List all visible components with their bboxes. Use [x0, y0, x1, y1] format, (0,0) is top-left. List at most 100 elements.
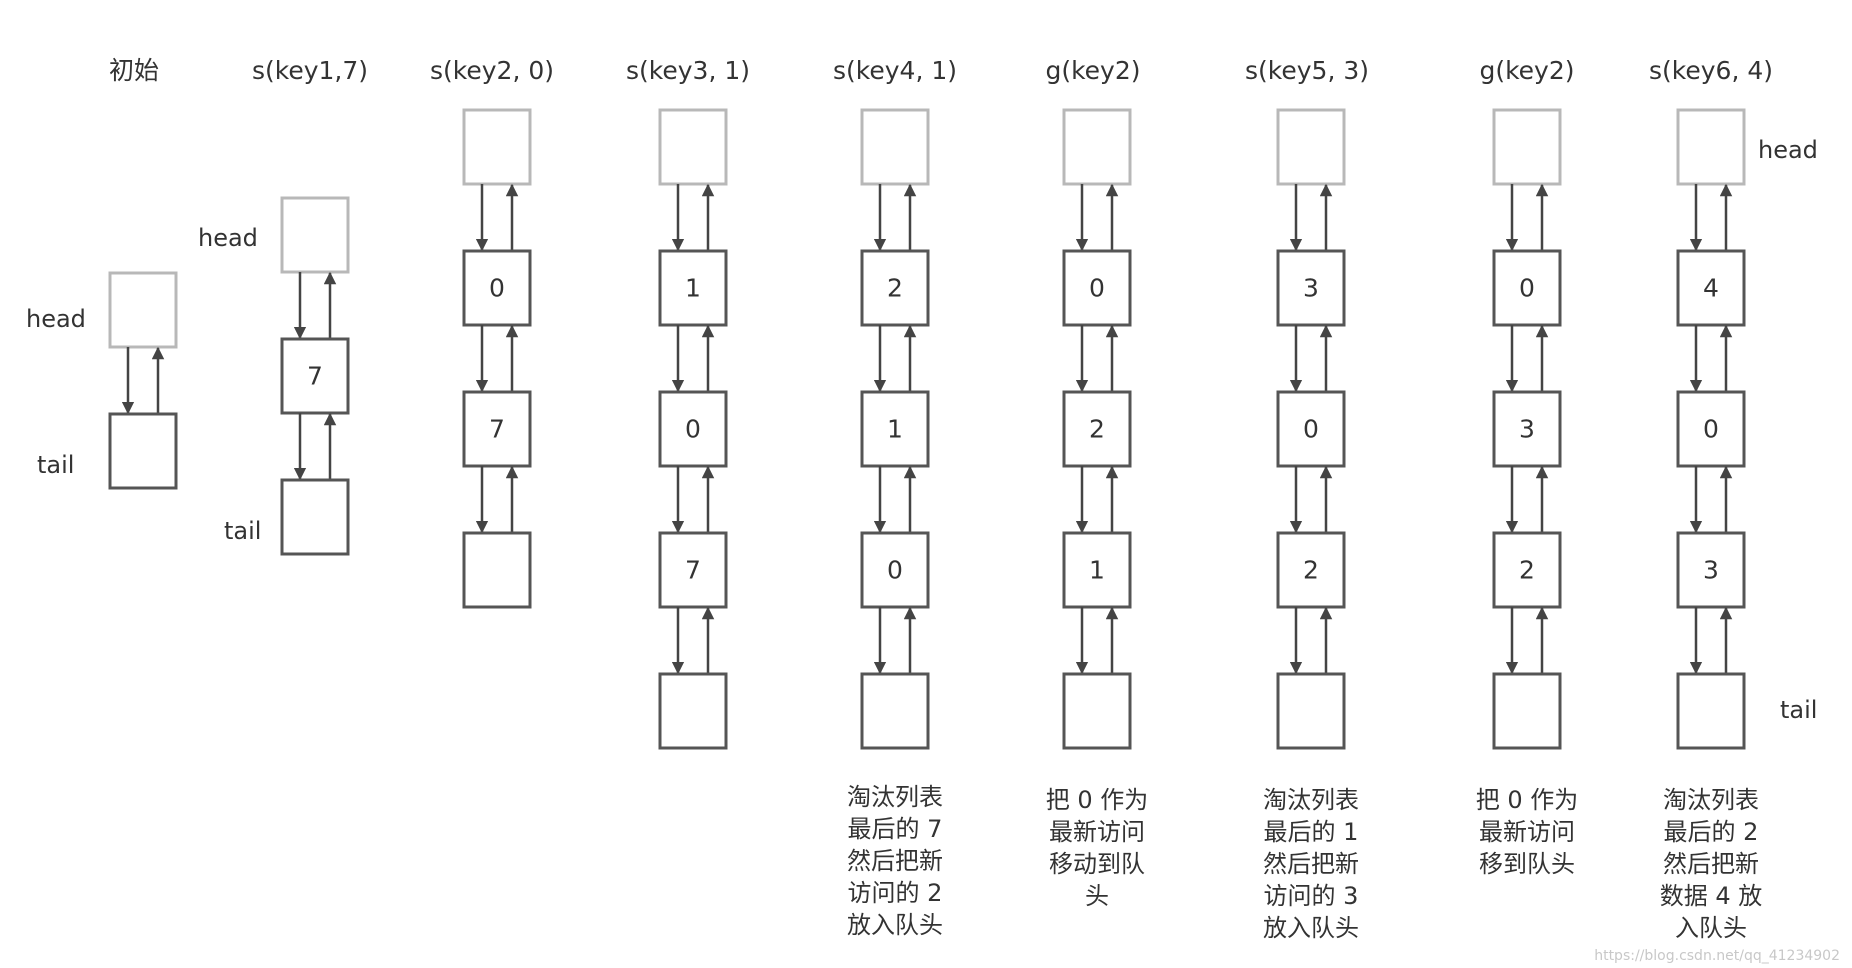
list-node	[1062, 390, 1132, 468]
note-line: 把 0 作为	[1046, 786, 1149, 814]
operation-label: s(key4, 1)	[833, 56, 957, 85]
node-value: 0	[685, 415, 701, 444]
head-label: head	[26, 305, 86, 333]
tail-sentinel-node	[280, 478, 350, 556]
note-line: 然后把新	[1663, 850, 1759, 878]
node-value: 2	[1519, 556, 1535, 585]
head-sentinel-node	[1276, 108, 1346, 186]
head-sentinel-node	[860, 108, 930, 186]
list-node	[462, 390, 532, 468]
list-node	[462, 249, 532, 327]
tail-sentinel-node	[1492, 672, 1562, 750]
note-line: 最后的 7	[848, 815, 943, 843]
note-line: 入队头	[1675, 914, 1747, 942]
note-line: 淘汰列表	[847, 783, 943, 811]
node-value: 2	[1089, 415, 1105, 444]
head-sentinel-node	[280, 196, 350, 274]
column-3: s(key2, 0) 0 7	[430, 56, 554, 609]
operation-label: s(key2, 0)	[430, 56, 554, 85]
list-node	[658, 390, 728, 468]
tail-sentinel-node	[860, 672, 930, 750]
head-sentinel-node	[1062, 108, 1132, 186]
list-node	[1062, 531, 1132, 609]
note-line: 然后把新	[1263, 850, 1359, 878]
operation-label: s(key6, 4)	[1649, 56, 1773, 85]
operation-label: g(key2)	[1479, 56, 1574, 85]
watermark: https://blog.csdn.net/qq_41234902	[1594, 948, 1840, 964]
tail-sentinel-node	[1276, 672, 1346, 750]
node-value: 2	[887, 274, 903, 303]
node-value: 0	[1089, 274, 1105, 303]
list-node	[860, 390, 930, 468]
note-line: 数据 4 放	[1660, 882, 1763, 910]
node-value: 3	[1703, 556, 1719, 585]
list-node	[860, 531, 930, 609]
tail-label: tail	[1780, 696, 1817, 724]
tail-sentinel-node	[462, 531, 532, 609]
node-value: 7	[685, 556, 701, 585]
head-label: head	[198, 224, 258, 252]
node-value: 2	[1303, 556, 1319, 585]
list-node	[1492, 249, 1562, 327]
head-sentinel-node	[658, 108, 728, 186]
node-value: 0	[887, 556, 903, 585]
note-line: 最新访问	[1049, 818, 1145, 846]
list-node	[1492, 531, 1562, 609]
node-value: 0	[1703, 415, 1719, 444]
operation-label: g(key2)	[1045, 56, 1140, 85]
head-sentinel-node	[1492, 108, 1562, 186]
node-value: 4	[1703, 274, 1719, 303]
note-line: 移动到队	[1049, 850, 1145, 878]
note-line: 把 0 作为	[1476, 786, 1579, 814]
list-node	[1276, 390, 1346, 468]
column-4: s(key3, 1)107	[626, 56, 750, 750]
note-line: 淘汰列表	[1263, 786, 1359, 814]
note-line: 最新访问	[1479, 818, 1575, 846]
tail-label: tail	[224, 517, 261, 545]
list-node	[1276, 249, 1346, 327]
list-node	[280, 337, 350, 415]
operation-label: s(key5, 3)	[1245, 56, 1369, 85]
node-value: 0	[1519, 274, 1535, 303]
list-node	[1276, 531, 1346, 609]
note-line: 移到队头	[1479, 850, 1575, 878]
note-line: 访问的 3	[1264, 882, 1359, 910]
head-sentinel-node	[462, 108, 532, 186]
head-sentinel-node	[108, 271, 178, 349]
list-node	[658, 249, 728, 327]
list-node	[860, 249, 930, 327]
node-value: 7	[307, 362, 323, 391]
note-line: 然后把新	[847, 847, 943, 875]
node-value: 1	[887, 415, 903, 444]
note-line: 最后的 1	[1264, 818, 1359, 846]
list-node	[1062, 249, 1132, 327]
list-node	[658, 531, 728, 609]
node-value: 3	[1303, 274, 1319, 303]
note-line: 放入队头	[1263, 914, 1359, 942]
tail-sentinel-node	[658, 672, 728, 750]
tail-sentinel-node	[1676, 672, 1746, 750]
node-value: 0	[1303, 415, 1319, 444]
operation-label: 初始	[109, 56, 159, 85]
head-sentinel-node	[1676, 108, 1746, 186]
node-value: 7	[489, 415, 505, 444]
list-node	[1676, 390, 1746, 468]
node-value: 0	[489, 274, 505, 303]
note-line: 访问的 2	[848, 879, 943, 907]
note-line: 放入队头	[847, 911, 943, 939]
node-value: 1	[1089, 556, 1105, 585]
column-2: s(key1,7) 7 head tail	[198, 56, 368, 556]
head-label: head	[1758, 136, 1818, 164]
list-node	[1676, 531, 1746, 609]
note-line: 最后的 2	[1664, 818, 1759, 846]
tail-sentinel-node	[108, 412, 178, 490]
operation-label: s(key1,7)	[252, 56, 368, 85]
operation-label: s(key3, 1)	[626, 56, 750, 85]
list-node	[1676, 249, 1746, 327]
